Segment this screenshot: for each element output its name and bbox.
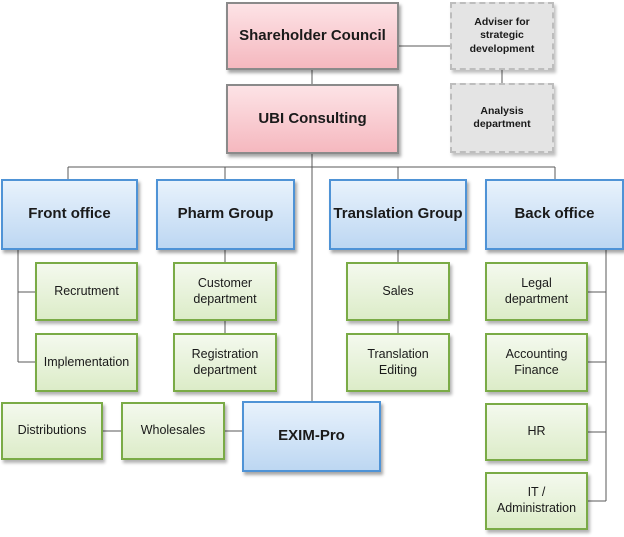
implementation-label: Implementation (43, 354, 130, 369)
analysis-department-box: Analysis department (450, 83, 554, 153)
wholesales-label: Wholesales (140, 423, 206, 438)
registration-department-label: Registration department (191, 346, 259, 377)
back-office-label: Back office (514, 205, 595, 223)
distributions-box: Distributions (1, 402, 103, 460)
pharm-group-box: Pharm Group (156, 179, 295, 250)
legal-department-box: Legal department (485, 262, 588, 321)
it-administration-box: IT / Administration (485, 472, 588, 530)
accounting-finance-label: Accounting Finance (505, 346, 568, 377)
it-administration-label: IT / Administration (496, 485, 577, 515)
exim-pro-label: EXIM-Pro (278, 427, 345, 445)
pharm-group-label: Pharm Group (177, 205, 274, 223)
back-office-box: Back office (485, 179, 624, 250)
hr-label: HR (527, 424, 546, 439)
shareholder-council-box: Shareholder Council (226, 2, 399, 70)
translation-editing-box: Translation Editing (346, 333, 450, 392)
exim-pro-box: EXIM-Pro (242, 401, 381, 472)
distributions-label: Distributions (17, 423, 87, 438)
adviser-box: Adviser for strategic development (450, 2, 554, 70)
ubi-consulting-label: UBI Consulting (258, 109, 367, 127)
registration-department-box: Registration department (173, 333, 277, 392)
translation-group-box: Translation Group (329, 179, 467, 250)
recrutment-label: Recrutment (54, 283, 119, 298)
sales-label: Sales (382, 283, 414, 298)
hr-box: HR (485, 403, 588, 461)
sales-box: Sales (346, 262, 450, 321)
implementation-box: Implementation (35, 333, 138, 392)
adviser-label: Adviser for strategic development (469, 16, 535, 55)
accounting-finance-box: Accounting Finance (485, 333, 588, 392)
recrutment-box: Recrutment (35, 262, 138, 321)
wholesales-box: Wholesales (121, 402, 225, 460)
legal-department-label: Legal department (504, 275, 569, 306)
analysis-department-label: Analysis department (473, 104, 531, 130)
customer-department-label: Customer department (193, 275, 257, 306)
customer-department-box: Customer department (173, 262, 277, 321)
front-office-box: Front office (1, 179, 138, 250)
front-office-label: Front office (28, 205, 111, 223)
translation-group-label: Translation Group (333, 205, 463, 223)
translation-editing-label: Translation Editing (367, 346, 429, 377)
shareholder-council-label: Shareholder Council (239, 26, 386, 44)
ubi-consulting-box: UBI Consulting (226, 84, 399, 154)
